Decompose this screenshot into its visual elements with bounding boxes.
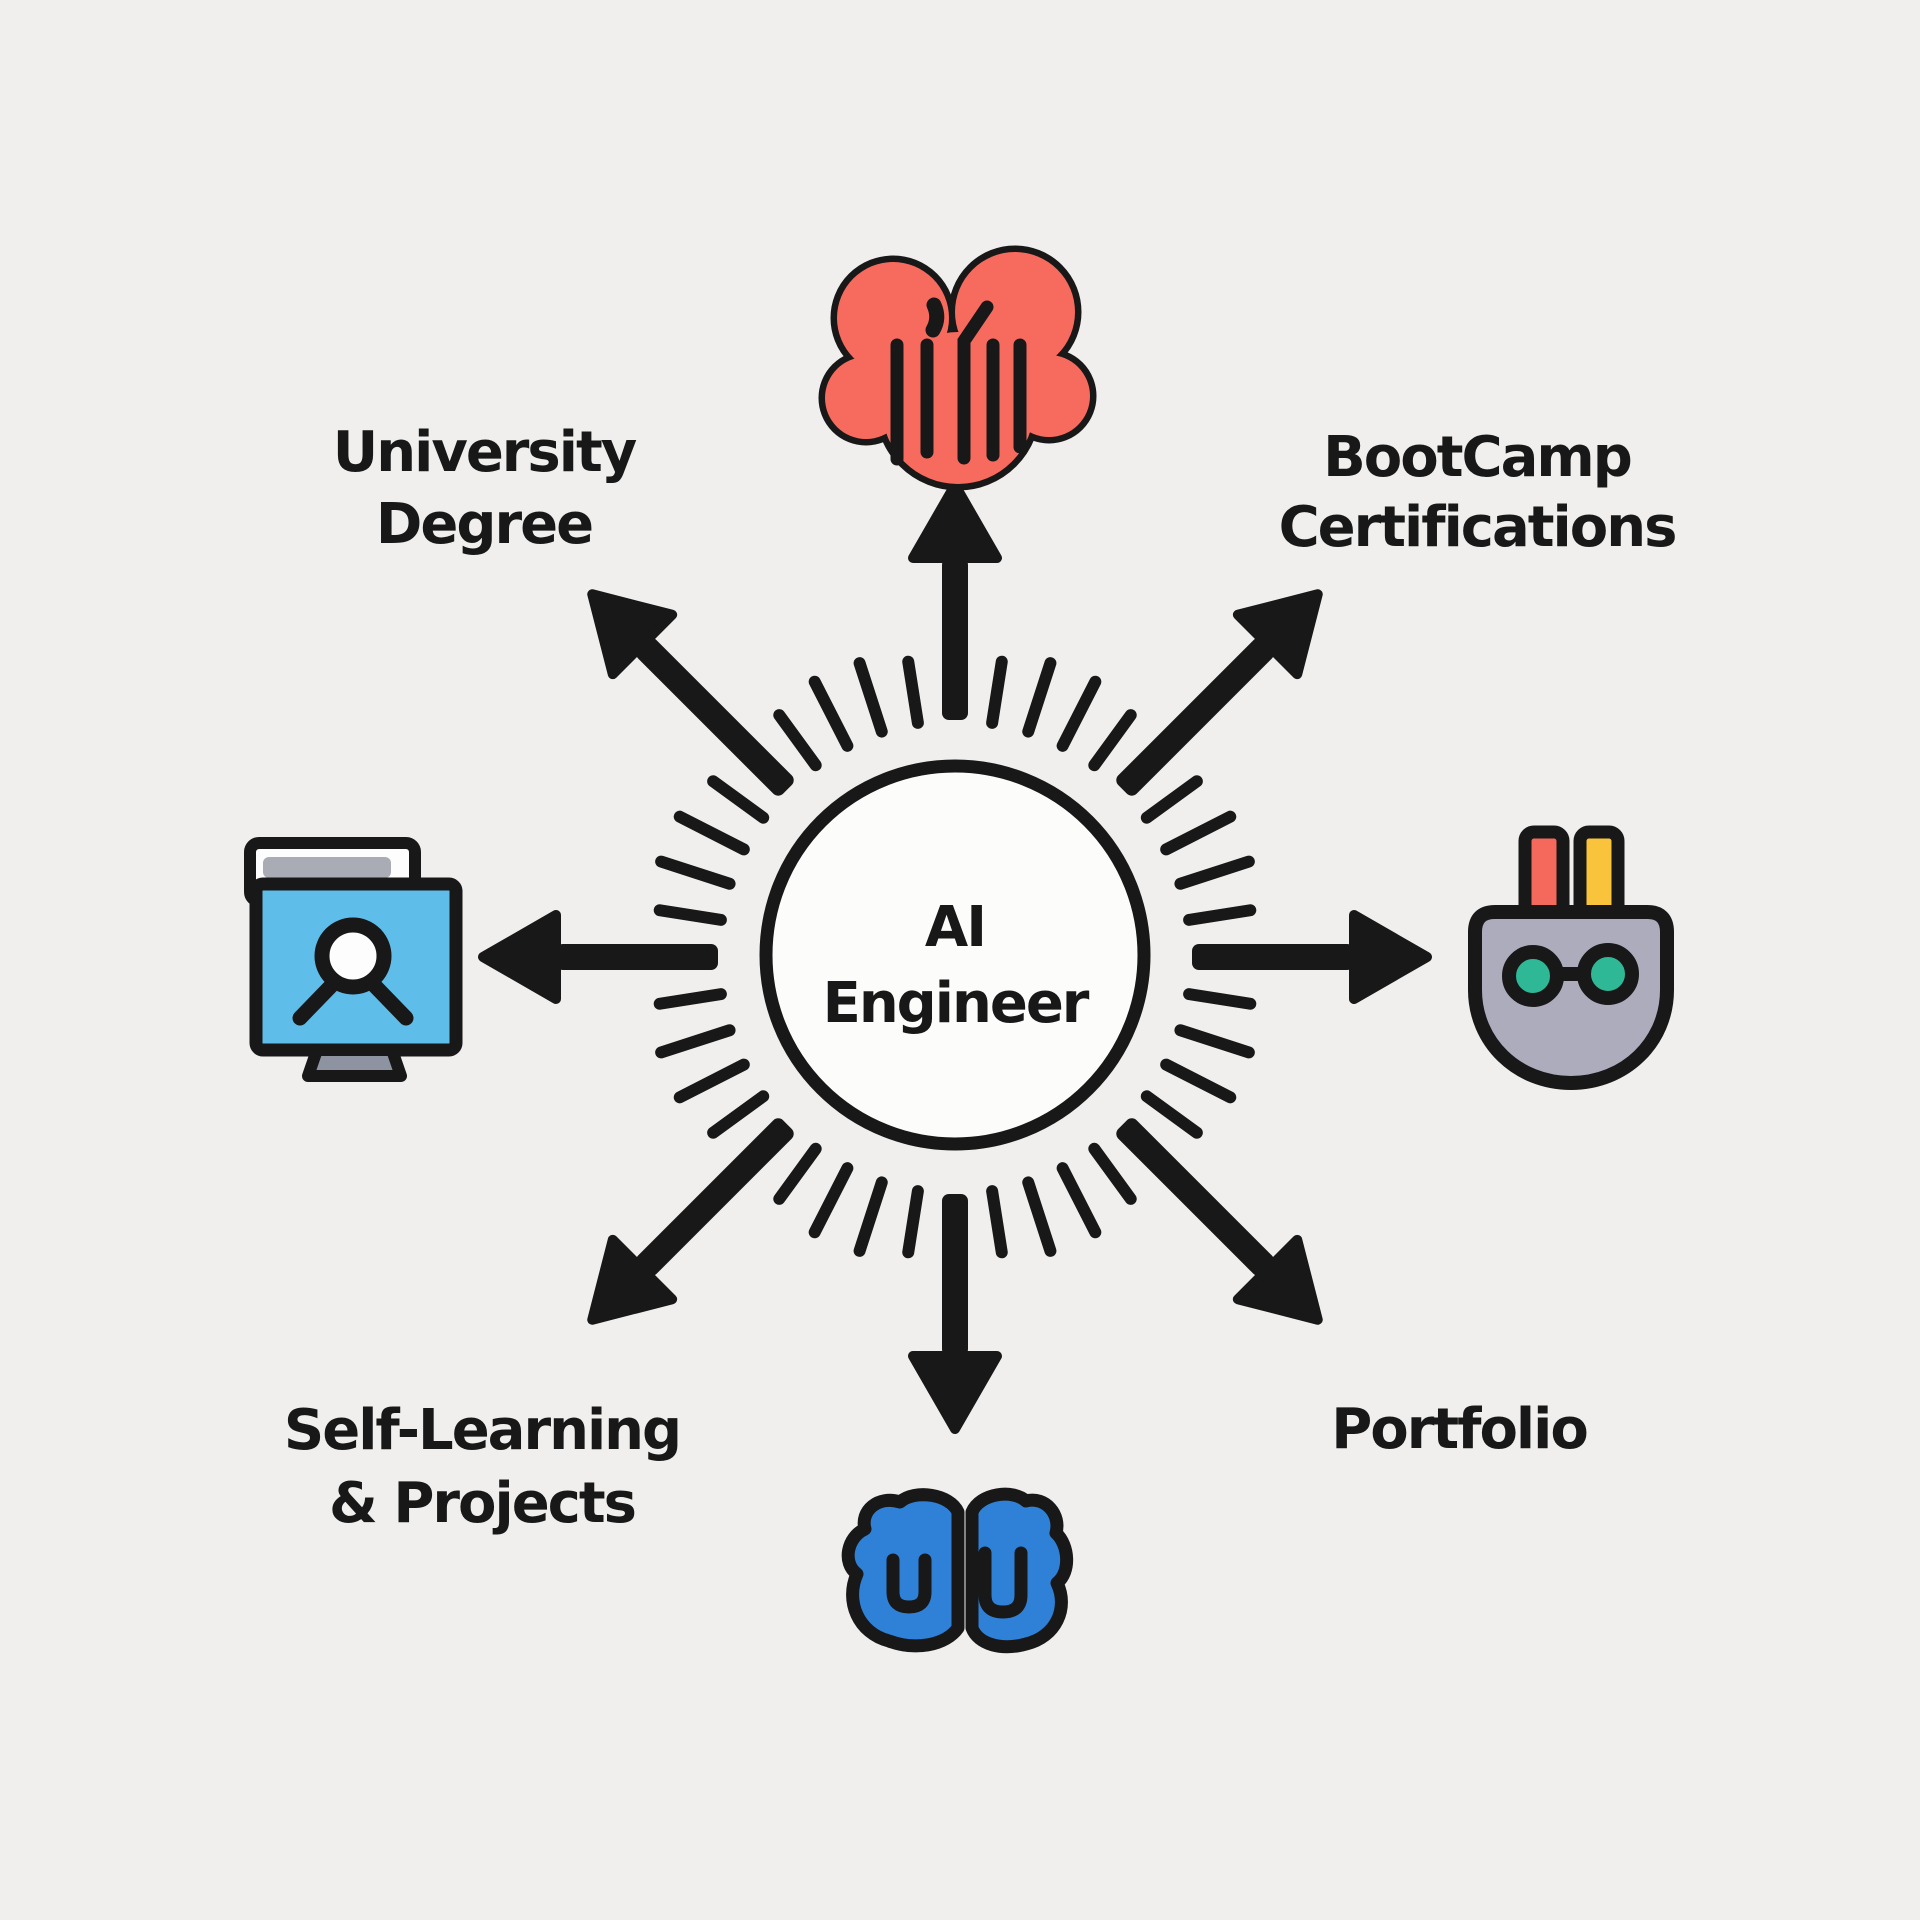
label-bootcamp-certifications: BootCamp Certifications (1279, 425, 1678, 560)
label-self-learning-projects: Self-Learning & Projects (284, 1398, 682, 1536)
label-portfolio-line1: Portfolio (1331, 1397, 1587, 1462)
label-university-degree: University Degree (333, 420, 639, 557)
brain-icon (841, 1487, 1074, 1654)
robot-head-icon (1468, 825, 1674, 1090)
brain-circuit-icon (818, 245, 1097, 491)
label-bootcamp-certifications-line1: BootCamp (1323, 425, 1631, 490)
label-bootcamp-certifications-line2: Certifications (1279, 495, 1676, 560)
label-university-degree-line1: University (333, 420, 637, 485)
label-portfolio: Portfolio (1331, 1397, 1589, 1462)
center-title-line1: AI (925, 895, 985, 960)
monitor-search-icon (244, 837, 463, 1082)
label-university-degree-line2: Degree (376, 492, 592, 557)
center-circle (759, 759, 1151, 1151)
label-self-learning-projects-line2: & Projects (329, 1471, 635, 1536)
center-node: AI Engineer (759, 759, 1151, 1151)
center-title-line2: Engineer (823, 971, 1090, 1036)
label-self-learning-projects-line1: Self-Learning (284, 1398, 680, 1463)
